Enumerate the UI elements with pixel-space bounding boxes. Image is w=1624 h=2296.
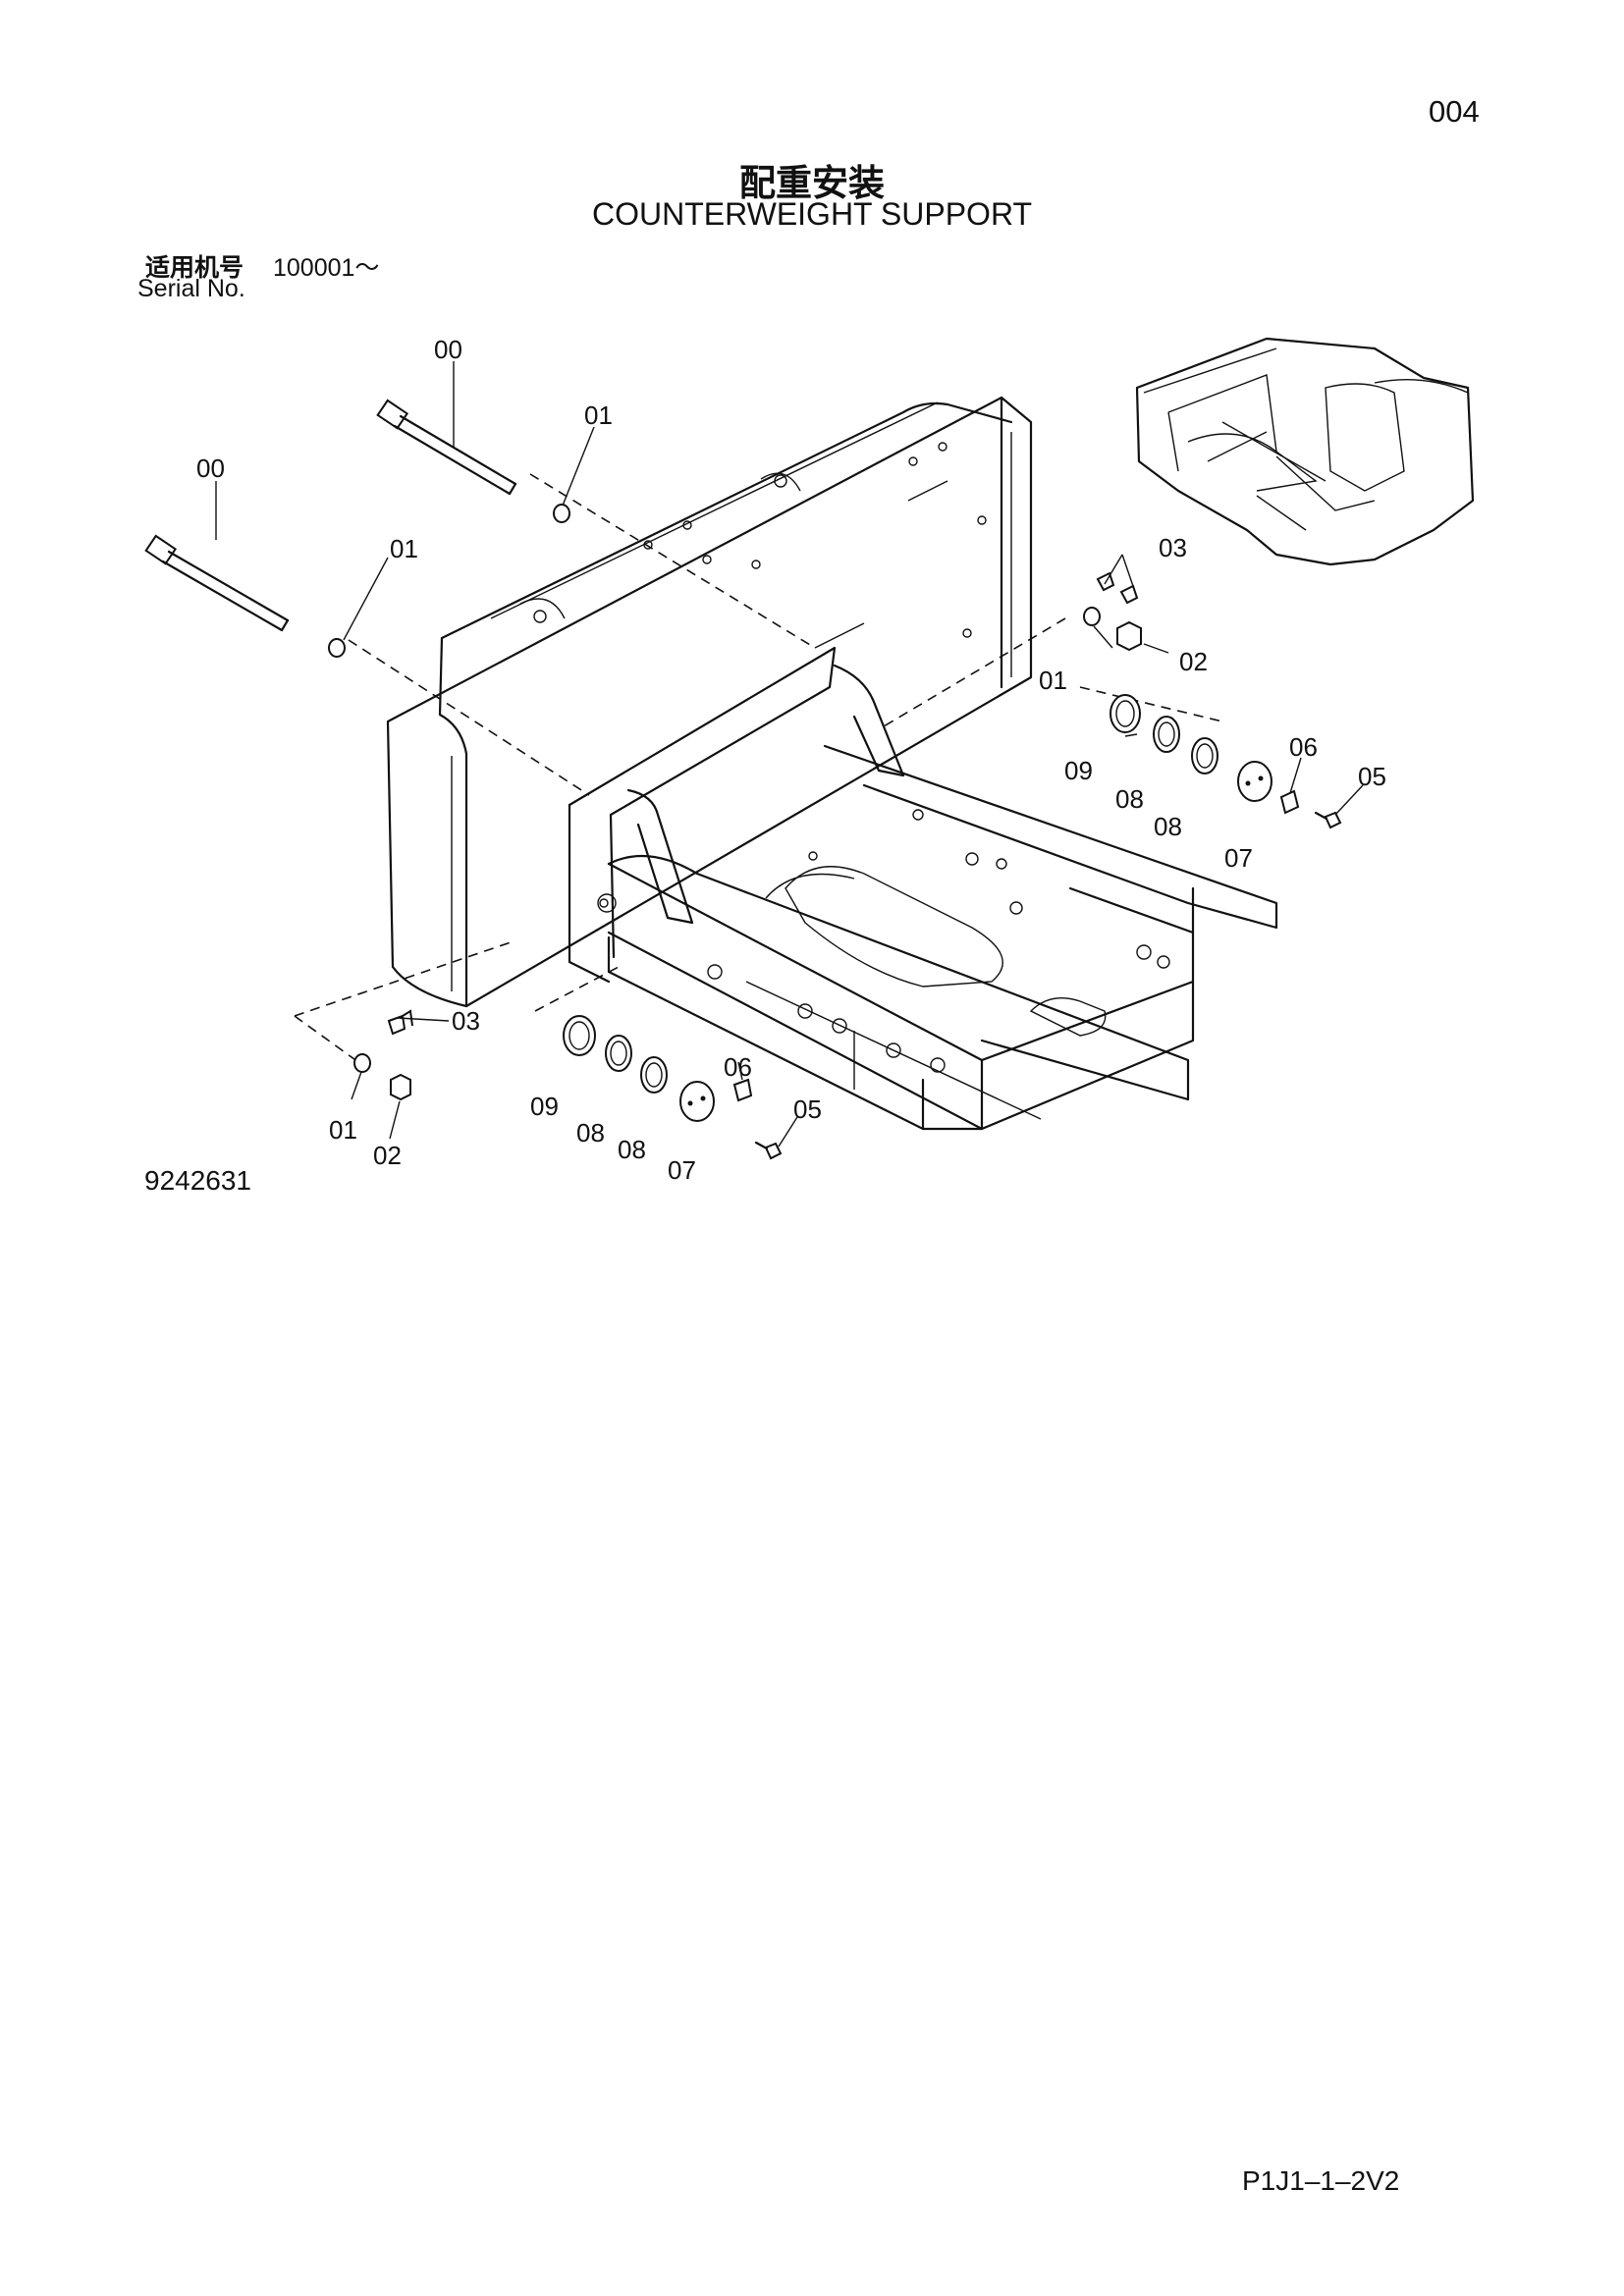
small-plate-part: [732, 789, 1300, 1102]
callout-label: 03: [1159, 533, 1187, 562]
callout-leader-lines: [215, 361, 1364, 1148]
shim-part: [563, 694, 1218, 1094]
callout-label: 01: [1039, 666, 1067, 695]
callout-label: 07: [1224, 843, 1253, 873]
serial-range: 100001～: [273, 254, 380, 282]
bolt-upper: [376, 399, 517, 496]
callout-label: 05: [1358, 762, 1386, 791]
nut-part: [390, 620, 1142, 1101]
lock-plate-part: [387, 571, 1139, 1036]
callout-label: 01: [390, 534, 418, 563]
drawing-number: 9242631: [144, 1165, 252, 1196]
serial-label: Serial No.: [137, 275, 245, 302]
callout-label: 03: [452, 1006, 480, 1036]
page-title-chinese: 配重安装: [739, 162, 885, 204]
callout-label: 08: [1115, 784, 1144, 814]
counterweight-body: [386, 396, 1033, 1008]
callout-labels: 00 00 01 01 01 01 02 02 03 03 05 05 06 0…: [196, 335, 1386, 1185]
page-code: P1J1–1–2V2: [1242, 2165, 1400, 2196]
machine-inset-view: [1135, 337, 1475, 566]
washer-part: [328, 504, 1101, 1073]
callout-label: 07: [668, 1155, 696, 1185]
callout-label: 08: [1154, 812, 1182, 841]
page-number: 004: [1429, 94, 1480, 129]
callout-label: 01: [584, 400, 613, 430]
callout-label: 08: [618, 1135, 646, 1164]
callout-label: 06: [724, 1052, 752, 1082]
callout-label: 01: [329, 1115, 357, 1145]
callout-label: 09: [530, 1092, 559, 1121]
serial-label-chinese: 适用机号: [145, 253, 244, 282]
callout-label: 02: [1179, 647, 1208, 676]
revolving-frame: [568, 646, 1278, 1131]
callout-label: 00: [434, 335, 462, 364]
callout-label: 05: [793, 1095, 822, 1124]
plate-part: [679, 761, 1272, 1122]
callout-label: 00: [196, 454, 225, 483]
exploded-parts-diagram: 00 00 01 01 01 01 02 02 03 03 05 05 06 0…: [144, 335, 1475, 1185]
callout-label: 09: [1064, 756, 1093, 785]
callout-label: 08: [576, 1118, 605, 1148]
callout-label: 02: [373, 1141, 402, 1170]
page-title: COUNTERWEIGHT SUPPORT: [591, 196, 1033, 232]
bolt-lower: [144, 534, 290, 632]
callout-label: 06: [1289, 732, 1318, 762]
assembly-lines: [294, 473, 1223, 1063]
small-bolt-part: [754, 811, 1342, 1160]
